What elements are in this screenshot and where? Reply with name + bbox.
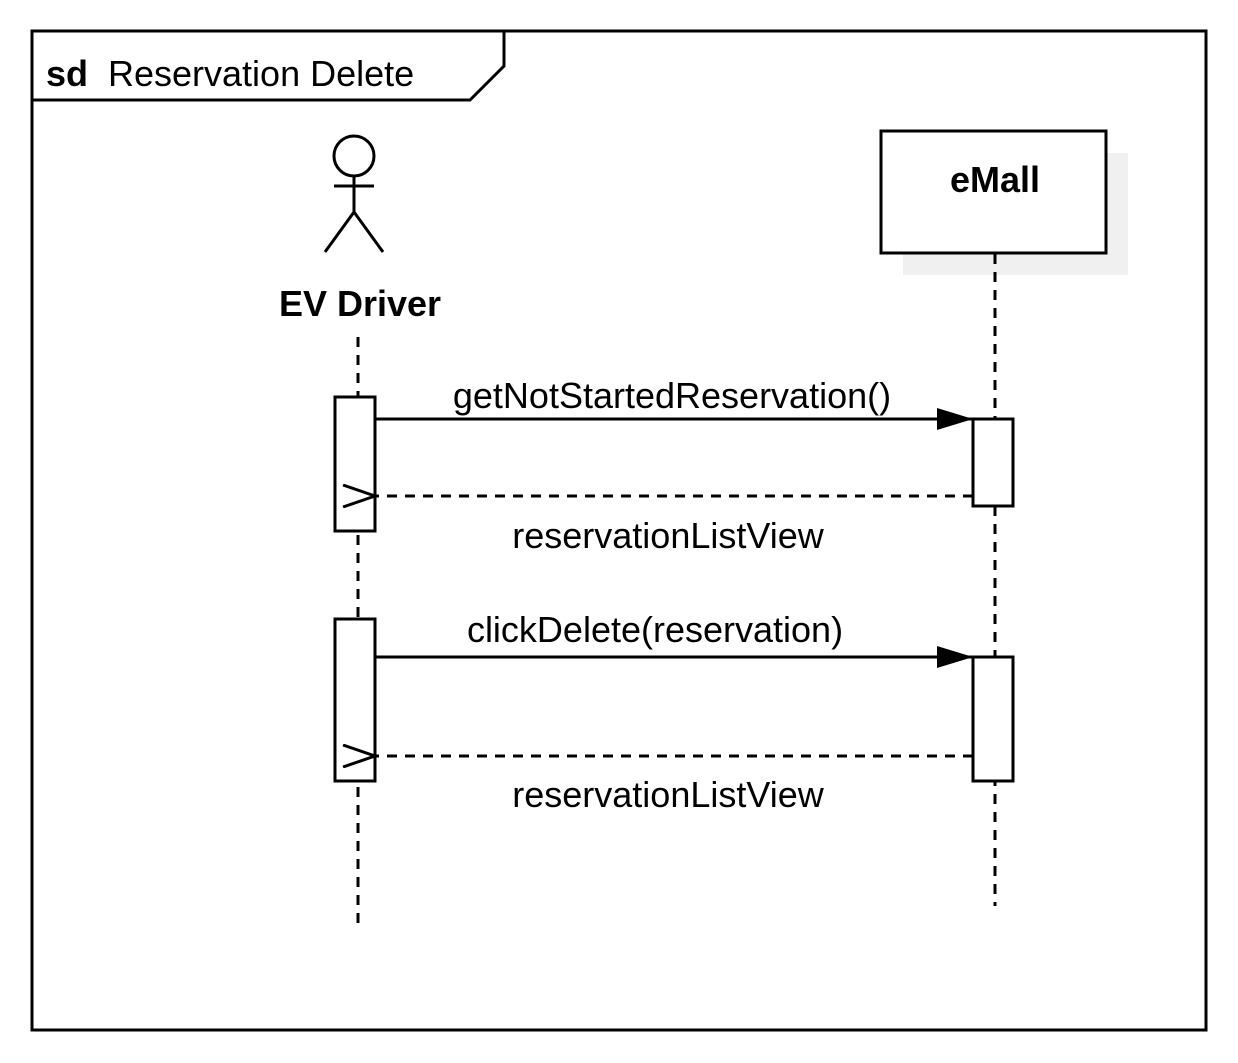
emall-label: eMall [950,159,1040,200]
ev-driver-activation-1 [333,395,377,533]
emall-box [879,129,1108,255]
actor-left-leg [323,211,356,253]
return-reservation-list-view-1-label: reservationListView [512,515,824,556]
frame-title: Reservation Delete [108,53,414,94]
frame-label-tab [32,31,506,102]
frame-keyword: sd [46,53,88,94]
return-reservation-list-view-2-label: reservationListView [512,774,824,815]
actor-head [332,134,376,178]
actor-label: EV Driver [279,283,441,324]
actor-ev-driver [323,134,385,253]
diagram-frame [30,29,1208,1032]
ev-driver-activation-2 [333,617,377,783]
emall-activation-1 [971,417,1015,508]
message-click-delete-label: clickDelete(reservation) [467,609,843,650]
actor-right-leg [352,211,385,253]
message-get-not-started-reservation-label: getNotStartedReservation() [453,375,891,416]
emall-activation-2 [971,655,1015,783]
